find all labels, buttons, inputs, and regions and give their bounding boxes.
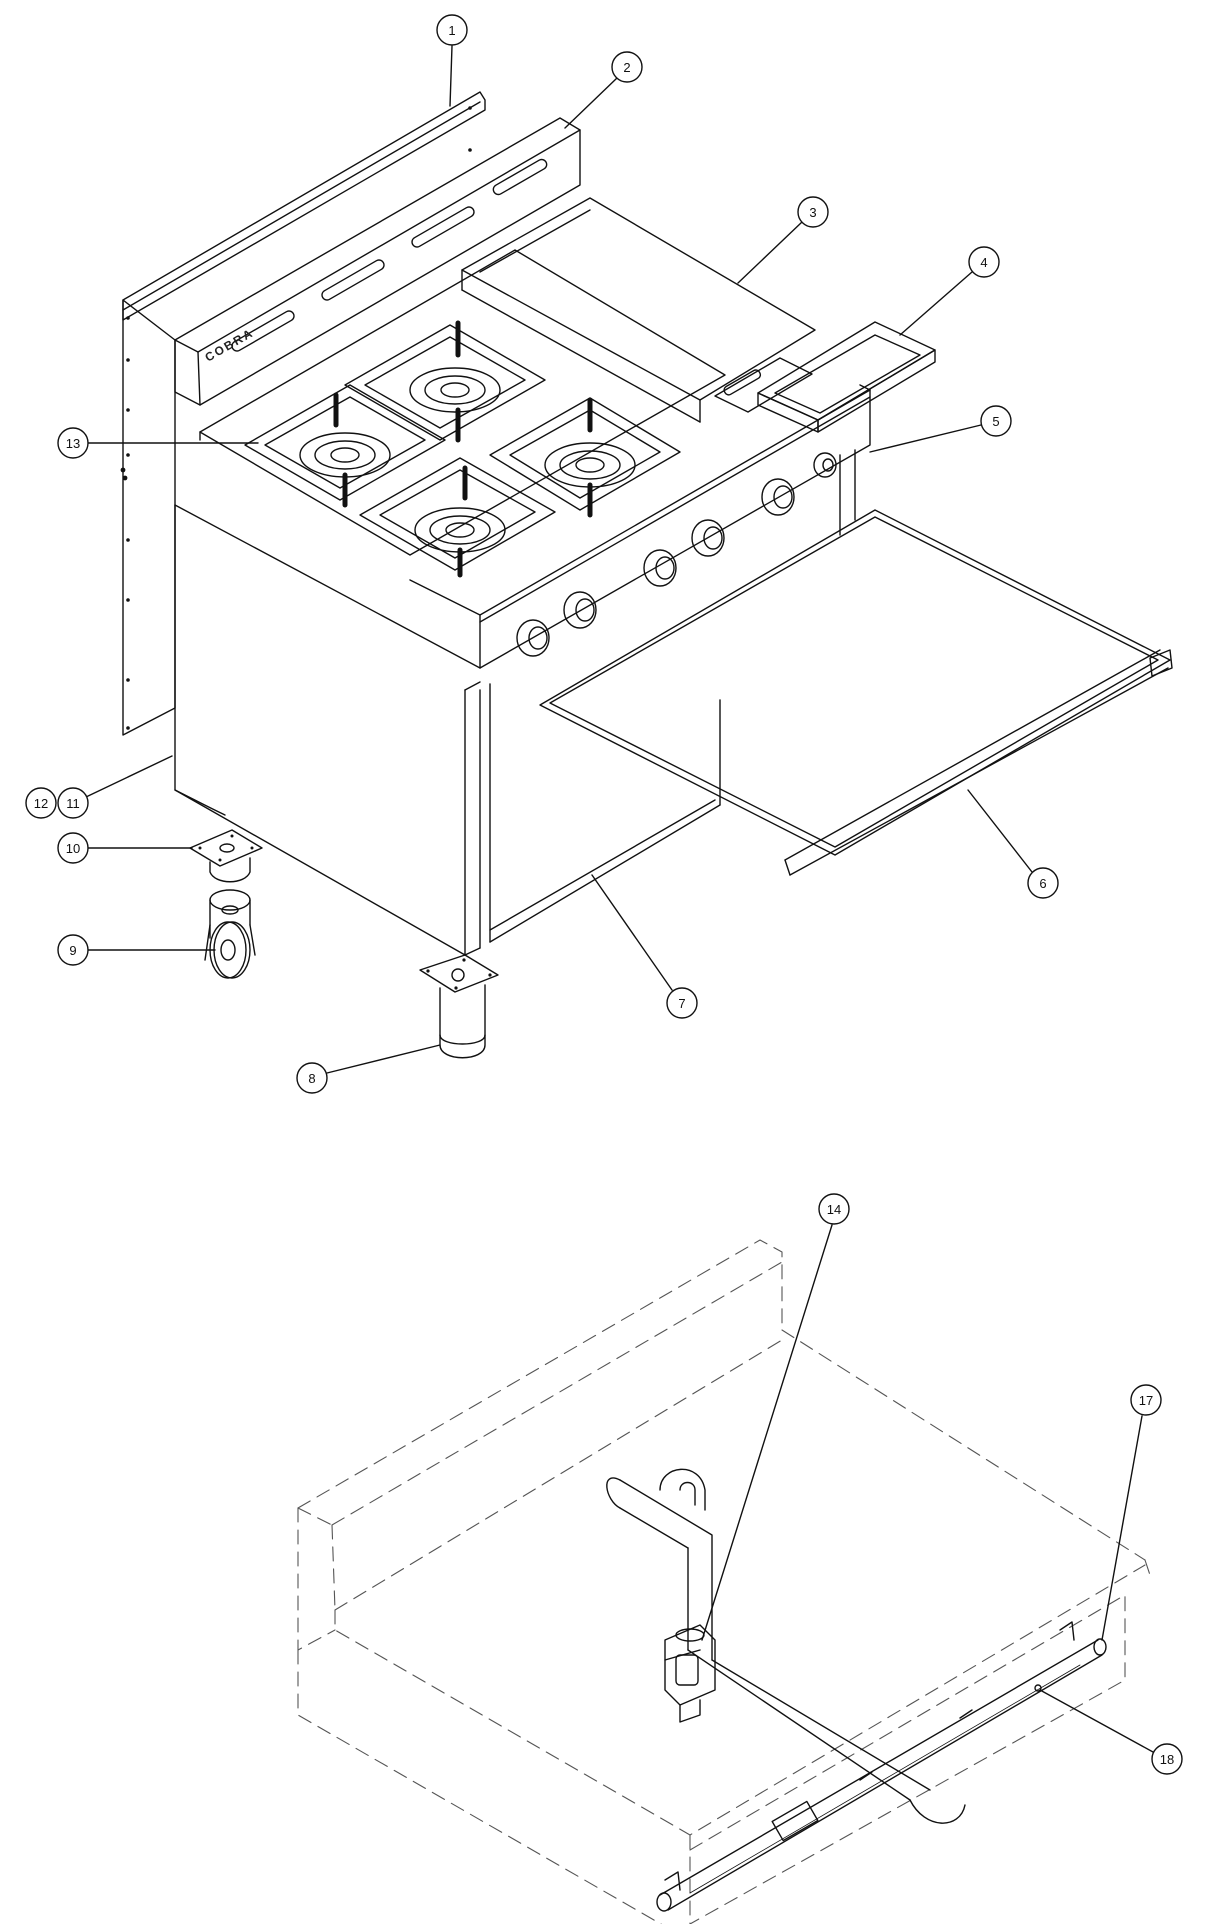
burner-trivet-back	[344, 320, 546, 443]
callout-7-label: 7	[678, 996, 685, 1011]
grease-tray	[757, 321, 936, 433]
callout-3: 3	[737, 196, 829, 284]
callout-1-label: 1	[448, 23, 455, 38]
oven-shelf	[539, 509, 1173, 876]
knob-1	[516, 619, 550, 657]
callout-4: 4	[899, 246, 1000, 336]
ignition-button	[813, 452, 837, 478]
callout-18-label: 18	[1160, 1752, 1174, 1767]
callout-12-label: 12	[34, 796, 48, 811]
callout-14: 14	[701, 1193, 850, 1641]
oven-bottom	[489, 699, 721, 943]
callouts: 1 2 3 4 5 6 7	[25, 14, 1183, 1775]
knob-5	[761, 478, 795, 516]
knob-2	[563, 591, 597, 629]
gas-inlet-pipe	[606, 1468, 966, 1824]
callout-9: 9	[57, 934, 216, 966]
castor-mount-plate	[189, 829, 263, 883]
callout-10-label: 10	[66, 841, 80, 856]
rear-panel	[120, 91, 486, 736]
callout-17: 17	[1101, 1384, 1162, 1641]
callout-5: 5	[869, 405, 1012, 453]
callout-9-label: 9	[69, 943, 76, 958]
callout-6: 6	[967, 789, 1059, 899]
range-assembly: COBRA	[120, 91, 1173, 1059]
callout-8: 8	[296, 1044, 441, 1094]
burner-trivet-front	[359, 457, 556, 578]
callout-2-label: 2	[623, 60, 630, 75]
callout-4-label: 4	[980, 255, 987, 270]
castor-wheel	[204, 889, 256, 979]
knob-3	[643, 549, 677, 587]
callout-1: 1	[436, 14, 468, 107]
cabinet-body	[174, 449, 856, 956]
callout-18: 18	[1039, 1689, 1183, 1775]
adjustable-leg	[419, 954, 499, 1059]
callout-13-label: 13	[66, 436, 80, 451]
control-knobs	[516, 452, 837, 657]
burner-trivet-right	[489, 397, 681, 518]
callout-8-label: 8	[308, 1071, 315, 1086]
control-panel	[409, 384, 871, 669]
gas-manifold-bar	[656, 1621, 1107, 1912]
callout-17-label: 17	[1139, 1393, 1153, 1408]
callout-11: 11	[57, 755, 173, 819]
callout-2: 2	[564, 51, 643, 129]
knob-4	[691, 519, 725, 557]
callout-3-label: 3	[809, 205, 816, 220]
callout-14-label: 14	[827, 1202, 841, 1217]
callout-5-label: 5	[992, 414, 999, 429]
callout-11-label: 11	[66, 796, 80, 811]
cooktop-surface	[199, 249, 726, 556]
callout-12: 12	[25, 787, 57, 819]
gas-manifold-assembly	[297, 1239, 1151, 1924]
griddle-plate	[461, 197, 816, 423]
burner-trivet-left	[244, 384, 446, 508]
callout-7: 7	[591, 874, 698, 1019]
callout-13: 13	[57, 427, 259, 459]
manifold-fitting	[1034, 1684, 1042, 1692]
gas-regulator	[664, 1624, 716, 1723]
callout-10: 10	[57, 832, 193, 864]
callout-6-label: 6	[1039, 876, 1046, 891]
phantom-cabinet-outline	[297, 1239, 1151, 1924]
